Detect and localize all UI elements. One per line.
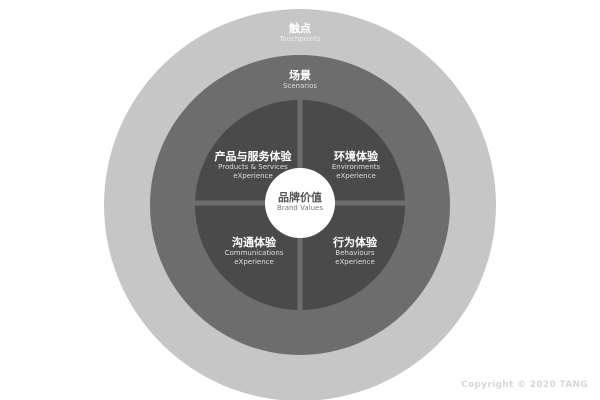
quadrant-subtitle: eXperience — [335, 258, 375, 266]
copyright: Copyright © 2020 TANG — [461, 380, 588, 390]
quadrant-subtitle: Behaviours — [335, 249, 375, 257]
touchpoints-label: 触点 Touchpoints — [279, 22, 321, 44]
scenarios-label: 场景 Scenarios — [283, 69, 317, 91]
brand-values-en: Brand Values — [277, 204, 323, 212]
quadrant-title: 产品与服务体验 — [214, 150, 292, 163]
quadrant-subtitle: Environments — [331, 163, 381, 171]
brand-values-zh: 品牌价值 — [277, 191, 322, 204]
quadrant-communications: 沟通体验 Communications eXperience — [225, 236, 284, 267]
scenarios-en: Scenarios — [282, 82, 318, 90]
quadrant-subtitle: eXperience — [336, 172, 376, 180]
quadrant-subtitle: Communications — [224, 249, 284, 257]
brand-values-circle — [265, 168, 335, 238]
touchpoints-zh: 触点 — [289, 22, 311, 35]
quadrant-behaviours: 行为体验 Behaviours eXperience — [333, 236, 377, 267]
quadrant-environments: 环境体验 Environments eXperience — [332, 150, 380, 181]
quadrant-title: 行为体验 — [333, 236, 377, 249]
quadrant-products-services: 产品与服务体验 Products & Services eXperience — [215, 150, 292, 181]
brand-values-label: 品牌价值 Brand Values — [277, 191, 323, 213]
quadrant-subtitle: eXperience — [234, 258, 274, 266]
touchpoints-en: Touchpoints — [279, 35, 321, 43]
scenarios-zh: 场景 — [288, 69, 311, 82]
quadrant-title: 沟通体验 — [231, 236, 276, 249]
quadrant-title: 环境体验 — [334, 150, 378, 163]
quadrant-subtitle: Products & Services — [218, 163, 288, 171]
quadrant-subtitle: eXperience — [233, 172, 273, 180]
